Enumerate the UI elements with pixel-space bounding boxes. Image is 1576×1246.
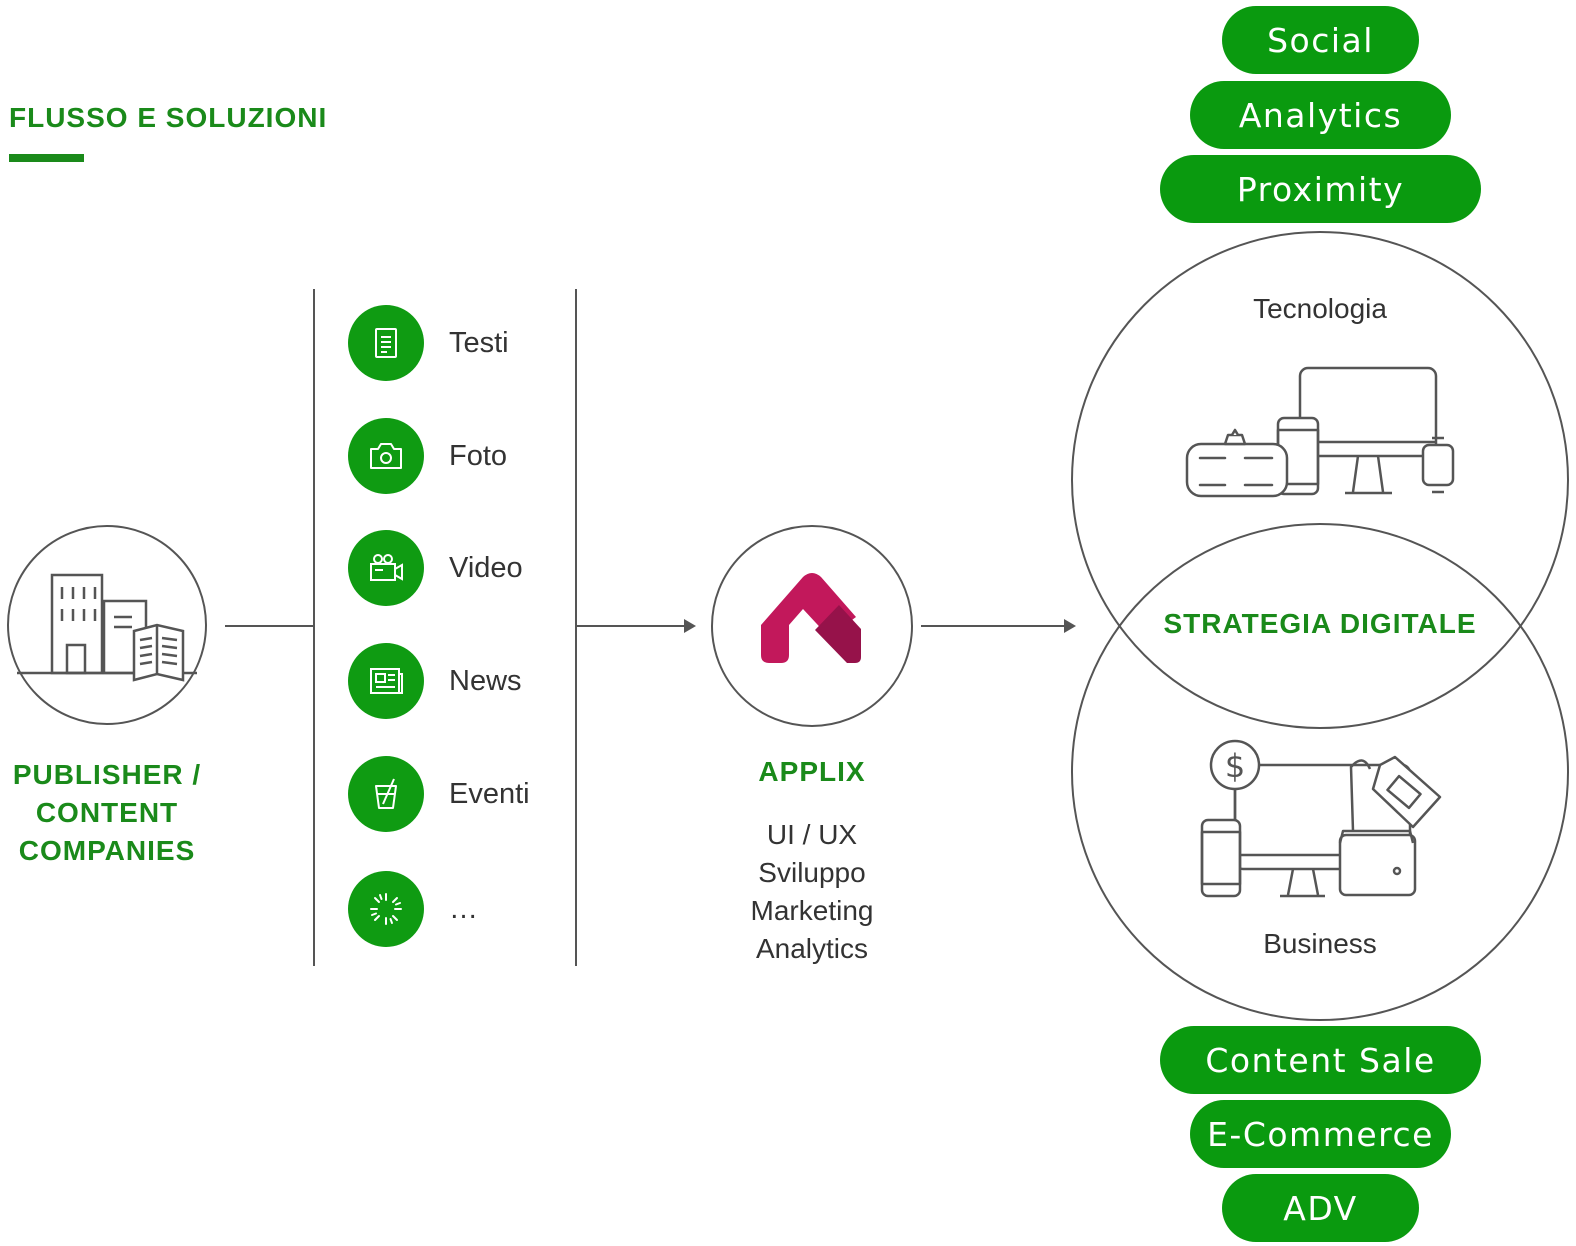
- pill-ecommerce: E-Commerce: [1190, 1100, 1451, 1168]
- applix-circle: [711, 525, 913, 727]
- building-newspaper-icon: [17, 573, 197, 682]
- content-type-more: …: [348, 871, 588, 947]
- drink-icon: [348, 756, 424, 832]
- pill-adv: ADV: [1222, 1174, 1419, 1242]
- content-type-testi: Testi: [348, 305, 588, 381]
- svg-text:$: $: [1225, 747, 1245, 785]
- content-type-label: Testi: [449, 326, 509, 359]
- pill-social: Social: [1222, 6, 1419, 74]
- connector-publisher: [225, 625, 315, 627]
- connector-to-applix: [577, 625, 685, 627]
- ecommerce-icon: $: [1200, 739, 1442, 898]
- arrowhead-applix: [684, 619, 696, 633]
- business-circle: [1071, 523, 1569, 1021]
- content-type-label: …: [449, 892, 478, 925]
- sparkle-icon: [348, 871, 424, 947]
- content-type-news: News: [348, 643, 588, 719]
- publisher-label-line3: COMPANIES: [18, 835, 196, 866]
- content-type-label: Eventi: [449, 777, 530, 810]
- service-item: Sviluppo: [758, 857, 866, 888]
- newspaper-icon: [348, 643, 424, 719]
- publisher-label-line2: CONTENT: [35, 797, 179, 828]
- service-item: Marketing: [750, 895, 874, 926]
- title-underline: [9, 154, 84, 162]
- tecnologia-label: Tecnologia: [1253, 293, 1387, 324]
- publisher-label-line1: PUBLISHER /: [12, 759, 202, 790]
- applix-logo-icon: [761, 573, 861, 663]
- bracket-right: [575, 289, 577, 966]
- arrowhead-strategy: [1064, 619, 1076, 633]
- content-type-video: Video: [348, 530, 588, 606]
- bracket-left: [313, 289, 315, 966]
- content-type-eventi: Eventi: [348, 756, 588, 832]
- pill-content-sale: Content Sale: [1160, 1026, 1481, 1094]
- publisher-circle: [7, 525, 207, 725]
- service-item: Analytics: [755, 933, 869, 964]
- service-item: UI / UX: [766, 819, 858, 850]
- content-type-foto: Foto: [348, 418, 588, 494]
- content-type-label: Video: [449, 551, 523, 584]
- document-icon: [348, 305, 424, 381]
- video-camera-icon: [348, 530, 424, 606]
- devices-icon: [1185, 366, 1455, 498]
- pill-proximity: Proximity: [1160, 155, 1481, 223]
- business-label: Business: [1263, 928, 1377, 959]
- applix-services: UI / UX Sviluppo Marketing Analytics: [712, 816, 912, 968]
- pill-analytics: Analytics: [1190, 81, 1451, 149]
- connector-to-strategy: [921, 625, 1065, 627]
- content-type-label: Foto: [449, 439, 508, 472]
- camera-icon: [348, 418, 424, 494]
- applix-label: APPLIX: [758, 756, 866, 787]
- section-title: FLUSSO E SOLUZIONI: [9, 102, 328, 133]
- content-type-label: News: [449, 664, 522, 697]
- strategy-label: STRATEGIA DIGITALE: [1163, 608, 1477, 639]
- publisher-label: PUBLISHER / CONTENT COMPANIES: [0, 756, 214, 870]
